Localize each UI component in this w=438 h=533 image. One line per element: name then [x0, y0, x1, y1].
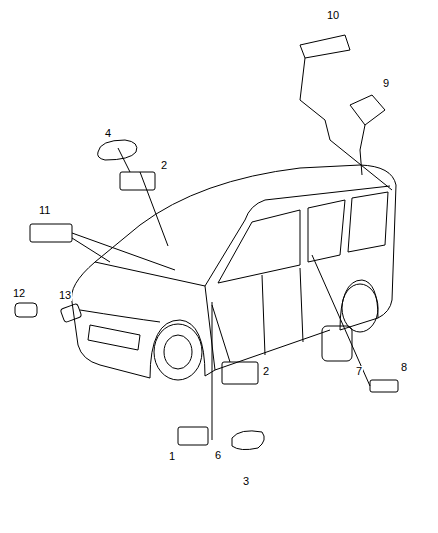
leader — [312, 255, 370, 386]
leader — [140, 172, 168, 246]
leader — [212, 302, 213, 440]
callout-number: 7 — [355, 366, 363, 377]
callout-number: 1 — [168, 451, 176, 462]
a-pillar — [205, 286, 215, 370]
part-8 — [370, 380, 398, 392]
callout-number: 2 — [160, 160, 168, 171]
part-13 — [60, 303, 82, 322]
part-4 — [98, 140, 137, 160]
callout-number: 3 — [242, 476, 250, 487]
front-window — [218, 210, 300, 283]
callout-number: 12 — [12, 288, 26, 299]
front-hub — [164, 335, 192, 369]
windshield — [95, 186, 390, 286]
leader — [72, 238, 110, 262]
part-11 — [30, 224, 72, 242]
front-wheel — [154, 324, 202, 380]
part-3 — [232, 431, 264, 450]
rear-wheel — [342, 284, 378, 332]
callout-number: 10 — [326, 10, 340, 21]
callout-number: 11 — [38, 205, 51, 216]
part-7 — [322, 326, 352, 361]
part-10 — [300, 35, 350, 140]
van-outline — [71, 165, 396, 330]
side-windows — [308, 192, 388, 262]
callout-number: 8 — [400, 362, 408, 373]
callout-number: 2 — [262, 366, 270, 377]
part-2-top — [120, 172, 155, 190]
grille — [80, 310, 160, 350]
part-1 — [178, 427, 208, 445]
callout-number: 4 — [104, 128, 112, 139]
leader — [330, 140, 392, 190]
leader — [72, 233, 175, 270]
callout-number: 6 — [214, 450, 222, 461]
part-9 — [350, 95, 385, 175]
leader — [118, 148, 130, 172]
wheel-arches — [150, 280, 378, 378]
part-2-bottom — [222, 362, 258, 384]
door-lines — [262, 268, 303, 355]
part-12 — [15, 303, 37, 317]
callout-number: 9 — [382, 78, 390, 89]
leader — [212, 305, 230, 362]
callout-number: 13 — [58, 290, 72, 301]
